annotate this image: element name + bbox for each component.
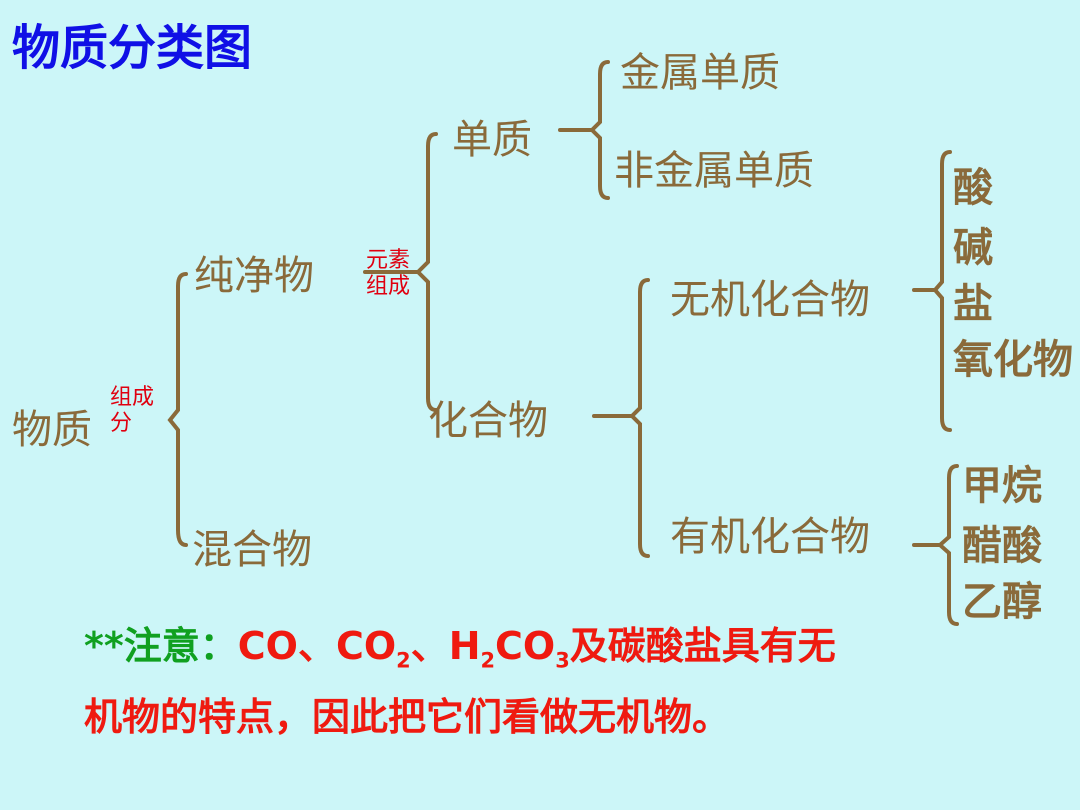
leaf-base: 碱 xyxy=(953,225,993,271)
note-subscript: 2 xyxy=(480,648,496,673)
leaf-methane: 甲烷 xyxy=(962,463,1042,509)
node-organic: 有机化合物 xyxy=(670,514,870,560)
page-title: 物质分类图 xyxy=(12,20,253,76)
note-subscript: 2 xyxy=(396,648,411,673)
note-part: CO、CO xyxy=(237,624,397,668)
element-brace xyxy=(589,60,610,200)
label-root-criterion: 组成分 xyxy=(110,385,155,436)
node-inorganic: 无机化合物 xyxy=(670,277,870,323)
node-metal-element: 金属单质 xyxy=(620,50,780,96)
pure-brace xyxy=(415,132,438,412)
leaf-salt: 盐 xyxy=(953,281,993,327)
leaf-acetic-acid: 醋酸 xyxy=(962,523,1042,569)
leaf-acid: 酸 xyxy=(953,165,993,211)
note-part: CO xyxy=(495,624,556,668)
node-compound: 化合物 xyxy=(428,398,548,444)
node-element: 单质 xyxy=(452,117,532,163)
node-pure: 纯净物 xyxy=(194,253,314,299)
note-part: 、H xyxy=(410,624,481,668)
node-nonmetal-element: 非金属单质 xyxy=(614,148,814,194)
note-subscript: 3 xyxy=(555,648,570,673)
inorganic-brace xyxy=(932,150,952,432)
label-pure-criterion: 元素组成 xyxy=(366,248,411,299)
node-mixture: 混合物 xyxy=(192,527,312,573)
leaf-ethanol: 乙醇 xyxy=(962,579,1042,625)
note-text: **注意：CO、CO2、H2CO3及碳酸盐具有无机物的特点，因此把它们看做无机物… xyxy=(84,618,844,745)
note-prefix: **注意： xyxy=(84,624,238,668)
note-part: 及碳酸盐具有无机物的特点，因此把它们看做无机物。 xyxy=(84,624,836,739)
root-brace xyxy=(167,272,188,547)
organic-brace xyxy=(936,464,959,626)
compound-brace xyxy=(629,278,650,558)
node-root: 物质 xyxy=(12,407,92,453)
leaf-oxide: 氧化物 xyxy=(953,337,1073,383)
